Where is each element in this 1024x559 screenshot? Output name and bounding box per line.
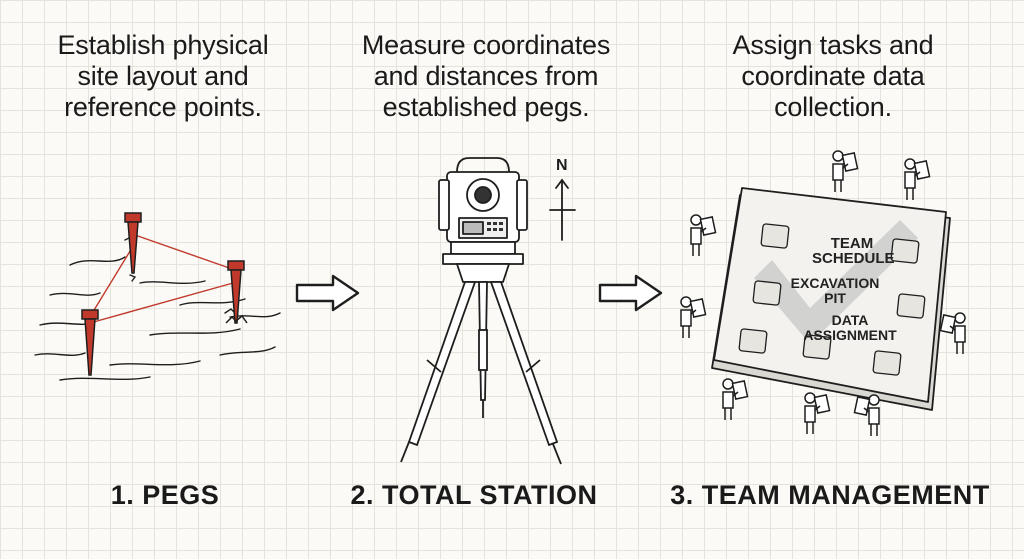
arrow-right-icon [598,274,663,312]
worker-icon [804,392,831,434]
step-2-title: 2. TOTAL STATION [350,480,598,510]
clipboard-icon [913,160,931,180]
step-2-caption: Measure coordinates and distances from e… [361,30,611,122]
compass-north-icon [549,178,576,241]
clipboard-icon [939,314,957,334]
team-board-illustration [680,150,966,436]
board-label-excavation-pit: EXCAVATION PIT [790,275,880,306]
board-label-data-assignment: DATA ASSIGNMENT [803,312,897,343]
step-3-title: 3. TEAM MANAGEMENT [670,480,990,510]
clipboard-icon [699,216,717,236]
board-label-team-schedule: TEAM SCHEDULE [812,235,895,267]
worker-icon [904,158,931,200]
worker-icon [832,150,859,192]
step-1-title: 1. PEGS [110,480,220,510]
clipboard-icon [813,394,831,414]
clipboard-icon [853,396,871,416]
arrow-right-icon [295,274,360,312]
clipboard-icon [841,152,859,172]
worker-icon [722,378,749,420]
checkmark-icon [754,220,918,344]
worker-icon [853,394,880,436]
total-station-icon [438,157,528,283]
clipboard-icon [731,380,749,400]
clipboard-icon [689,298,707,318]
pegs-illustration [34,212,281,381]
peg-icon [225,260,248,324]
peg-icon [124,212,142,274]
worker-icon [680,296,707,338]
total-station-illustration [400,157,562,465]
compass-north-label: N [556,157,568,174]
peg-icon [81,309,99,376]
step-1-caption: Establish physical site layout and refer… [57,30,269,122]
worker-icon [690,214,717,256]
worker-icon [939,312,966,354]
step-3-caption: Assign tasks and coordinate data collect… [732,30,934,122]
